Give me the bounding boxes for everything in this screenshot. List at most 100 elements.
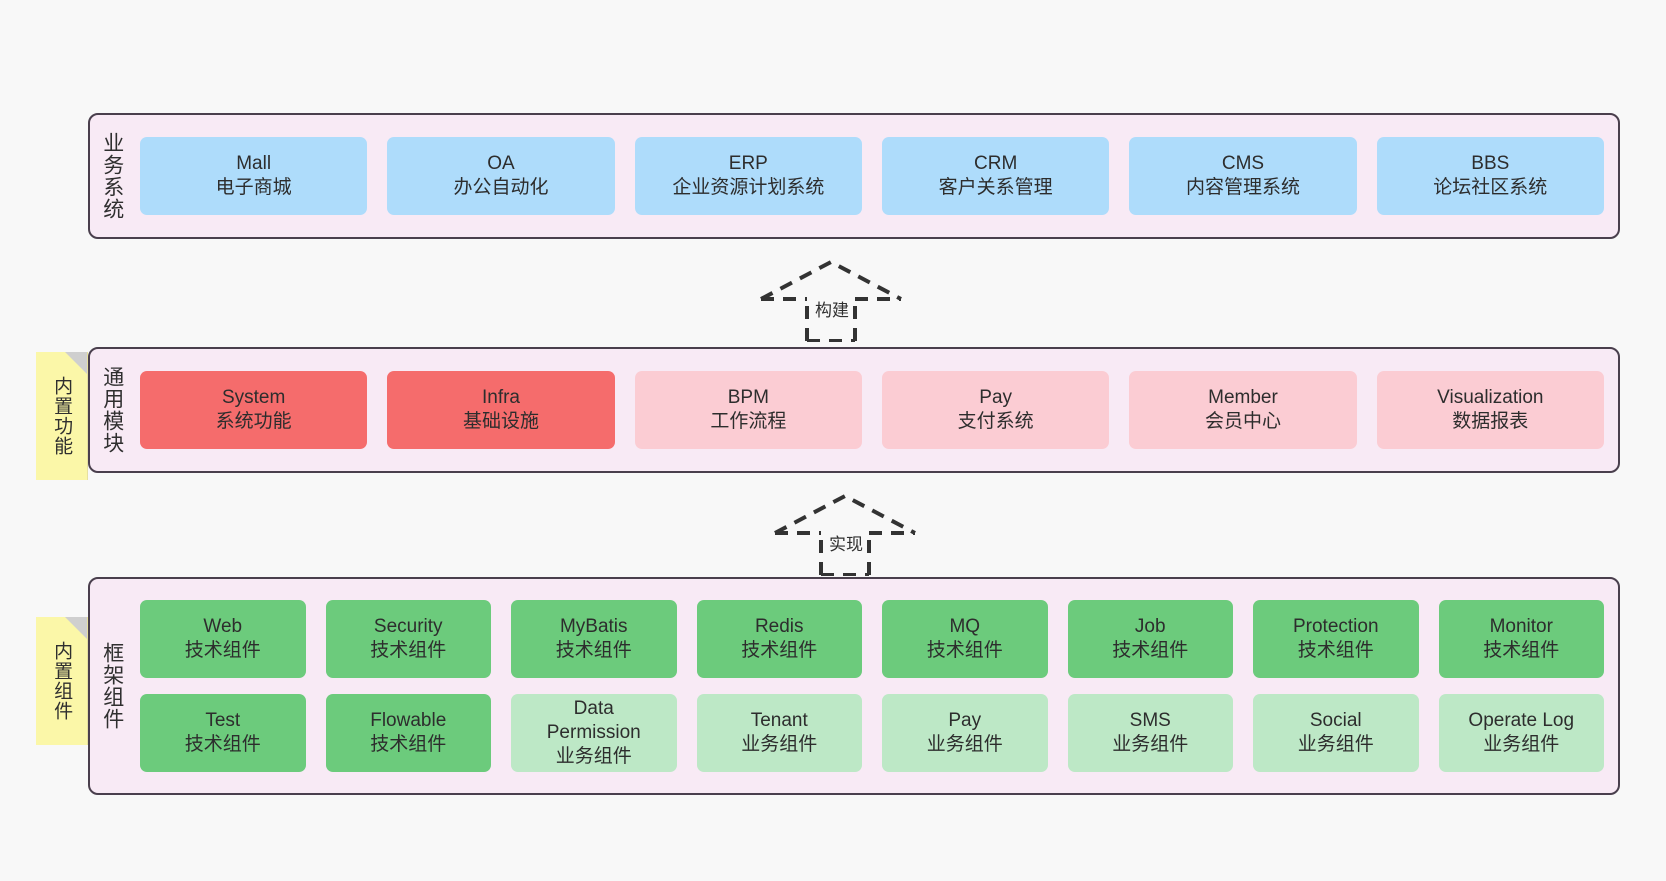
node-subtitle: 技术组件 bbox=[1112, 640, 1189, 661]
node-subtitle: 工作流程 bbox=[710, 411, 787, 432]
node-subtitle: 业务组件 bbox=[926, 734, 1003, 755]
node-title: MyBatis bbox=[559, 616, 628, 638]
layer-title-business-system: 业务系统 bbox=[100, 132, 124, 220]
node-title: Pay bbox=[979, 387, 1013, 409]
node-job[interactable]: Job 技术组件 bbox=[1067, 600, 1233, 678]
layer-title-common-module: 通用模块 bbox=[100, 366, 124, 454]
dashed-hollow-arrow-up-icon bbox=[774, 493, 916, 576]
node-pay-component[interactable]: Pay 业务组件 bbox=[882, 694, 1048, 772]
node-operate-log[interactable]: Operate Log 业务组件 bbox=[1438, 694, 1604, 772]
node-tenant[interactable]: Tenant 业务组件 bbox=[696, 694, 862, 772]
node-title: CMS bbox=[1221, 153, 1265, 175]
node-subtitle: 电子商城 bbox=[215, 177, 292, 198]
node-title: Pay bbox=[948, 710, 982, 732]
node-title: Monitor bbox=[1489, 616, 1553, 638]
node-title: Tenant bbox=[750, 710, 808, 732]
sticky-note-builtin-function: 内置功能 bbox=[36, 352, 88, 480]
node-subtitle: 业务组件 bbox=[1483, 734, 1560, 755]
node-title: Operate Log bbox=[1468, 710, 1575, 732]
node-subtitle: 技术组件 bbox=[1483, 640, 1560, 661]
sticky-note-label: 内置功能 bbox=[51, 376, 73, 456]
node-title: Test bbox=[205, 710, 241, 732]
node-subtitle: 业务组件 bbox=[1112, 734, 1189, 755]
node-web[interactable]: Web 技术组件 bbox=[140, 600, 306, 678]
node-bpm[interactable]: BPM 工作流程 bbox=[634, 371, 862, 449]
node-system[interactable]: System 系统功能 bbox=[140, 371, 368, 449]
note-fold-corner-icon bbox=[65, 352, 87, 374]
node-subtitle: 业务组件 bbox=[1297, 734, 1374, 755]
node-subtitle: 技术组件 bbox=[555, 640, 632, 661]
layer-body-business-system: Mall 电子商城 OA 办公自动化 ERP 企业资源计划系统 CRM 客户关系… bbox=[134, 115, 1618, 237]
node-subtitle: 业务组件 bbox=[555, 745, 632, 767]
node-visualization[interactable]: Visualization 数据报表 bbox=[1376, 371, 1604, 449]
node-subtitle: 基础设施 bbox=[462, 411, 539, 432]
node-subtitle: 论坛社区系统 bbox=[1433, 177, 1548, 198]
layer-framework-component: 框架组件 Web 技术组件 Security 技术组件 MyBatis 技术组件… bbox=[88, 577, 1620, 795]
node-oa[interactable]: OA 办公自动化 bbox=[387, 137, 615, 215]
node-title: Mall bbox=[236, 153, 272, 175]
node-cms[interactable]: CMS 内容管理系统 bbox=[1129, 137, 1357, 215]
node-infra[interactable]: Infra 基础设施 bbox=[387, 371, 615, 449]
node-subtitle: 技术组件 bbox=[184, 734, 261, 755]
node-flowable[interactable]: Flowable 技术组件 bbox=[325, 694, 491, 772]
node-subtitle: 系统功能 bbox=[215, 411, 292, 432]
node-data-permission[interactable]: Data Permission 业务组件 bbox=[511, 694, 677, 772]
node-crm[interactable]: CRM 客户关系管理 bbox=[881, 137, 1110, 215]
connector-implement: 实现 bbox=[770, 492, 920, 576]
node-title: BBS bbox=[1471, 153, 1510, 175]
node-security[interactable]: Security 技术组件 bbox=[325, 600, 491, 678]
node-subtitle: 技术组件 bbox=[741, 640, 818, 661]
node-subtitle: 技术组件 bbox=[1297, 640, 1374, 661]
node-row: Test 技术组件 Flowable 技术组件 Data Permission … bbox=[140, 694, 1604, 772]
node-subtitle: 技术组件 bbox=[370, 734, 447, 755]
node-monitor[interactable]: Monitor 技术组件 bbox=[1438, 600, 1604, 678]
sticky-note-label: 内置组件 bbox=[51, 641, 73, 721]
node-title: ERP bbox=[728, 153, 768, 175]
node-bbs[interactable]: BBS 论坛社区系统 bbox=[1376, 137, 1604, 215]
node-redis[interactable]: Redis 技术组件 bbox=[696, 600, 862, 678]
node-title: Data Permission bbox=[546, 698, 641, 744]
node-subtitle: 技术组件 bbox=[370, 640, 447, 661]
node-test[interactable]: Test 技术组件 bbox=[140, 694, 306, 772]
node-member[interactable]: Member 会员中心 bbox=[1129, 371, 1357, 449]
layer-business-system: 业务系统 Mall 电子商城 OA 办公自动化 ERP 企业资源计划系统 CRM… bbox=[88, 113, 1620, 239]
node-subtitle: 数据报表 bbox=[1452, 411, 1529, 432]
layer-body-framework-component: Web 技术组件 Security 技术组件 MyBatis 技术组件 Redi… bbox=[134, 579, 1618, 793]
node-mybatis[interactable]: MyBatis 技术组件 bbox=[511, 600, 677, 678]
node-title: Job bbox=[1134, 616, 1166, 638]
node-subtitle: 会员中心 bbox=[1204, 411, 1281, 432]
node-pay-module[interactable]: Pay 支付系统 bbox=[881, 371, 1110, 449]
node-sms[interactable]: SMS 业务组件 bbox=[1067, 694, 1233, 772]
layer-common-module: 通用模块 System 系统功能 Infra 基础设施 BPM 工作流程 Pay… bbox=[88, 347, 1620, 473]
node-subtitle: 支付系统 bbox=[957, 411, 1034, 432]
node-subtitle: 技术组件 bbox=[926, 640, 1003, 661]
node-title: Visualization bbox=[1437, 387, 1544, 409]
node-mq[interactable]: MQ 技术组件 bbox=[882, 600, 1048, 678]
node-title: Web bbox=[203, 616, 243, 638]
node-title: OA bbox=[487, 153, 515, 175]
node-row: Mall 电子商城 OA 办公自动化 ERP 企业资源计划系统 CRM 客户关系… bbox=[140, 137, 1604, 215]
node-subtitle: 内容管理系统 bbox=[1185, 177, 1300, 198]
layer-body-common-module: System 系统功能 Infra 基础设施 BPM 工作流程 Pay 支付系统… bbox=[134, 349, 1618, 471]
node-title: CRM bbox=[974, 153, 1018, 175]
node-erp[interactable]: ERP 企业资源计划系统 bbox=[634, 137, 862, 215]
node-title: Security bbox=[373, 616, 443, 638]
node-mall[interactable]: Mall 电子商城 bbox=[140, 137, 368, 215]
node-title: Protection bbox=[1292, 616, 1379, 638]
node-title: System bbox=[221, 387, 286, 409]
node-subtitle: 技术组件 bbox=[184, 640, 261, 661]
node-protection[interactable]: Protection 技术组件 bbox=[1253, 600, 1419, 678]
node-title: Redis bbox=[754, 616, 804, 638]
connector-label-build: 构建 bbox=[813, 296, 851, 321]
node-title: Member bbox=[1208, 387, 1278, 409]
node-row: System 系统功能 Infra 基础设施 BPM 工作流程 Pay 支付系统… bbox=[140, 371, 1604, 449]
node-title: Social bbox=[1309, 710, 1362, 732]
connector-build: 构建 bbox=[756, 258, 906, 342]
node-row: Web 技术组件 Security 技术组件 MyBatis 技术组件 Redi… bbox=[140, 600, 1604, 678]
node-subtitle: 办公自动化 bbox=[453, 177, 549, 198]
node-title: Flowable bbox=[370, 710, 447, 732]
node-title: Infra bbox=[481, 387, 520, 409]
node-title: BPM bbox=[727, 387, 769, 409]
node-social[interactable]: Social 业务组件 bbox=[1253, 694, 1419, 772]
